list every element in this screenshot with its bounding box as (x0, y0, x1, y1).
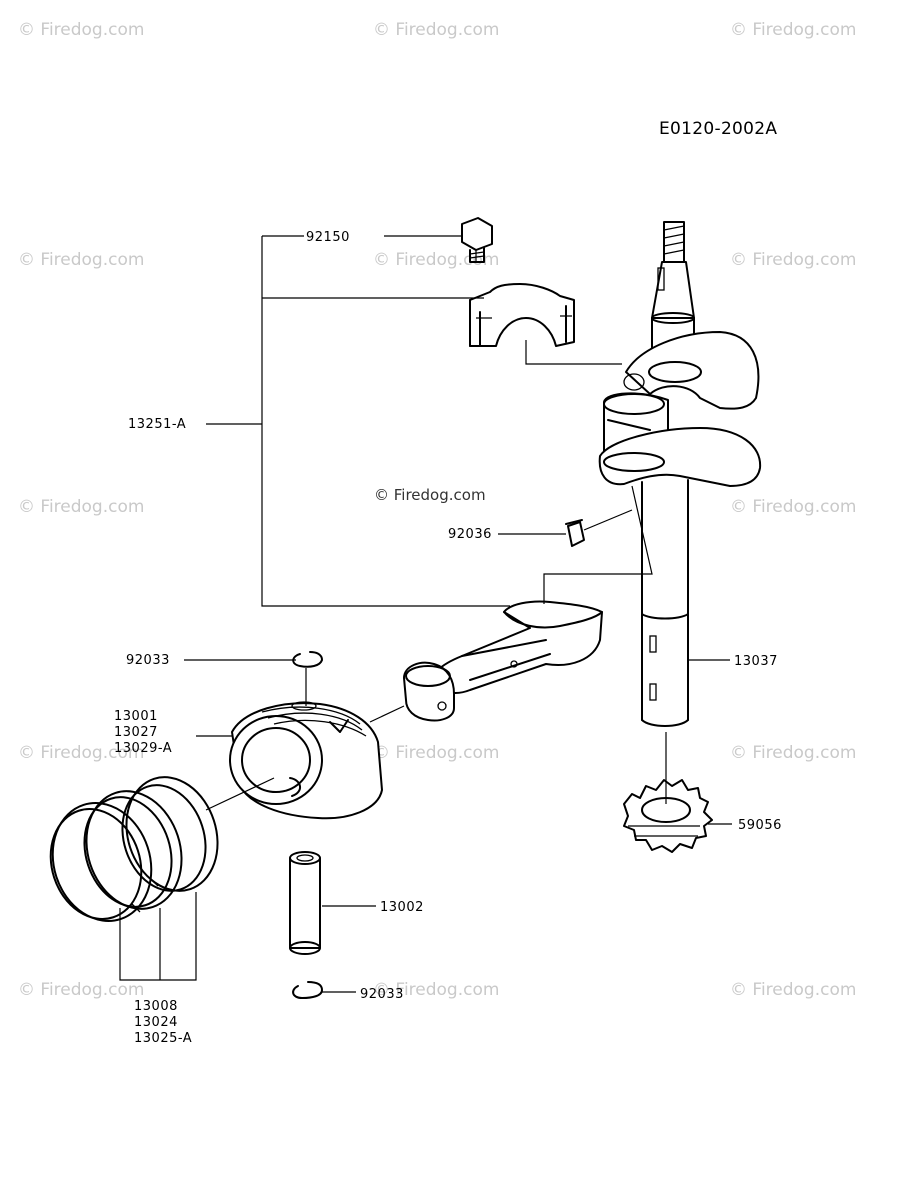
bolt-part-92036 (565, 519, 585, 547)
watermark-text-center: © Firedog.com (374, 486, 486, 504)
label-13029-a: 13029-A (114, 741, 172, 756)
label-13001: 13001 (114, 709, 158, 724)
watermark-text: © Firedog.com (730, 20, 856, 40)
piston-part (229, 701, 383, 820)
watermark-grid: © Firedog.com © Firedog.com © Firedog.co… (18, 20, 856, 1000)
watermark-text: © Firedog.com (730, 743, 856, 763)
watermark-text: © Firedog.com (373, 980, 499, 1000)
label-92033-bottom: 92033 (360, 987, 404, 1002)
circlip-bottom (292, 981, 323, 999)
watermark-text: © Firedog.com (730, 497, 856, 517)
connecting-rod-part (403, 600, 603, 722)
label-92036: 92036 (448, 527, 492, 542)
piston-pin-part (289, 851, 321, 955)
watermark-text: © Firedog.com (373, 20, 499, 40)
circlip-top (292, 651, 323, 668)
label-13251-a: 13251-A (128, 417, 186, 432)
label-92033-top: 92033 (126, 653, 170, 668)
watermark-text: © Firedog.com (18, 980, 144, 1000)
part-labels: 92150 13251-A 92036 13037 92033 13001 13… (114, 230, 782, 1046)
diagram-code: E0120-2002A (659, 119, 777, 139)
label-13024: 13024 (134, 1015, 178, 1030)
crankshaft-part (598, 221, 762, 727)
crankshaft-gear-part (623, 779, 713, 853)
label-13002: 13002 (380, 900, 424, 915)
watermark-text: © Firedog.com (18, 743, 144, 763)
label-13008: 13008 (134, 999, 178, 1014)
watermark-text: © Firedog.com (18, 20, 144, 40)
watermark-text: © Firedog.com (18, 497, 144, 517)
label-92150: 92150 (306, 230, 350, 245)
watermark-text: © Firedog.com (730, 250, 856, 270)
watermark-text: © Firedog.com (373, 250, 499, 270)
connecting-rod-cap (461, 217, 575, 347)
label-59056: 59056 (738, 818, 782, 833)
watermark-text: © Firedog.com (18, 250, 144, 270)
watermark-text: © Firedog.com (373, 743, 499, 763)
piston-rings-part (49, 776, 219, 922)
leader-lines (119, 235, 732, 993)
label-13037: 13037 (734, 654, 778, 669)
label-13027: 13027 (114, 725, 158, 740)
label-13025-a: 13025-A (134, 1031, 192, 1046)
watermark-text: © Firedog.com (730, 980, 856, 1000)
